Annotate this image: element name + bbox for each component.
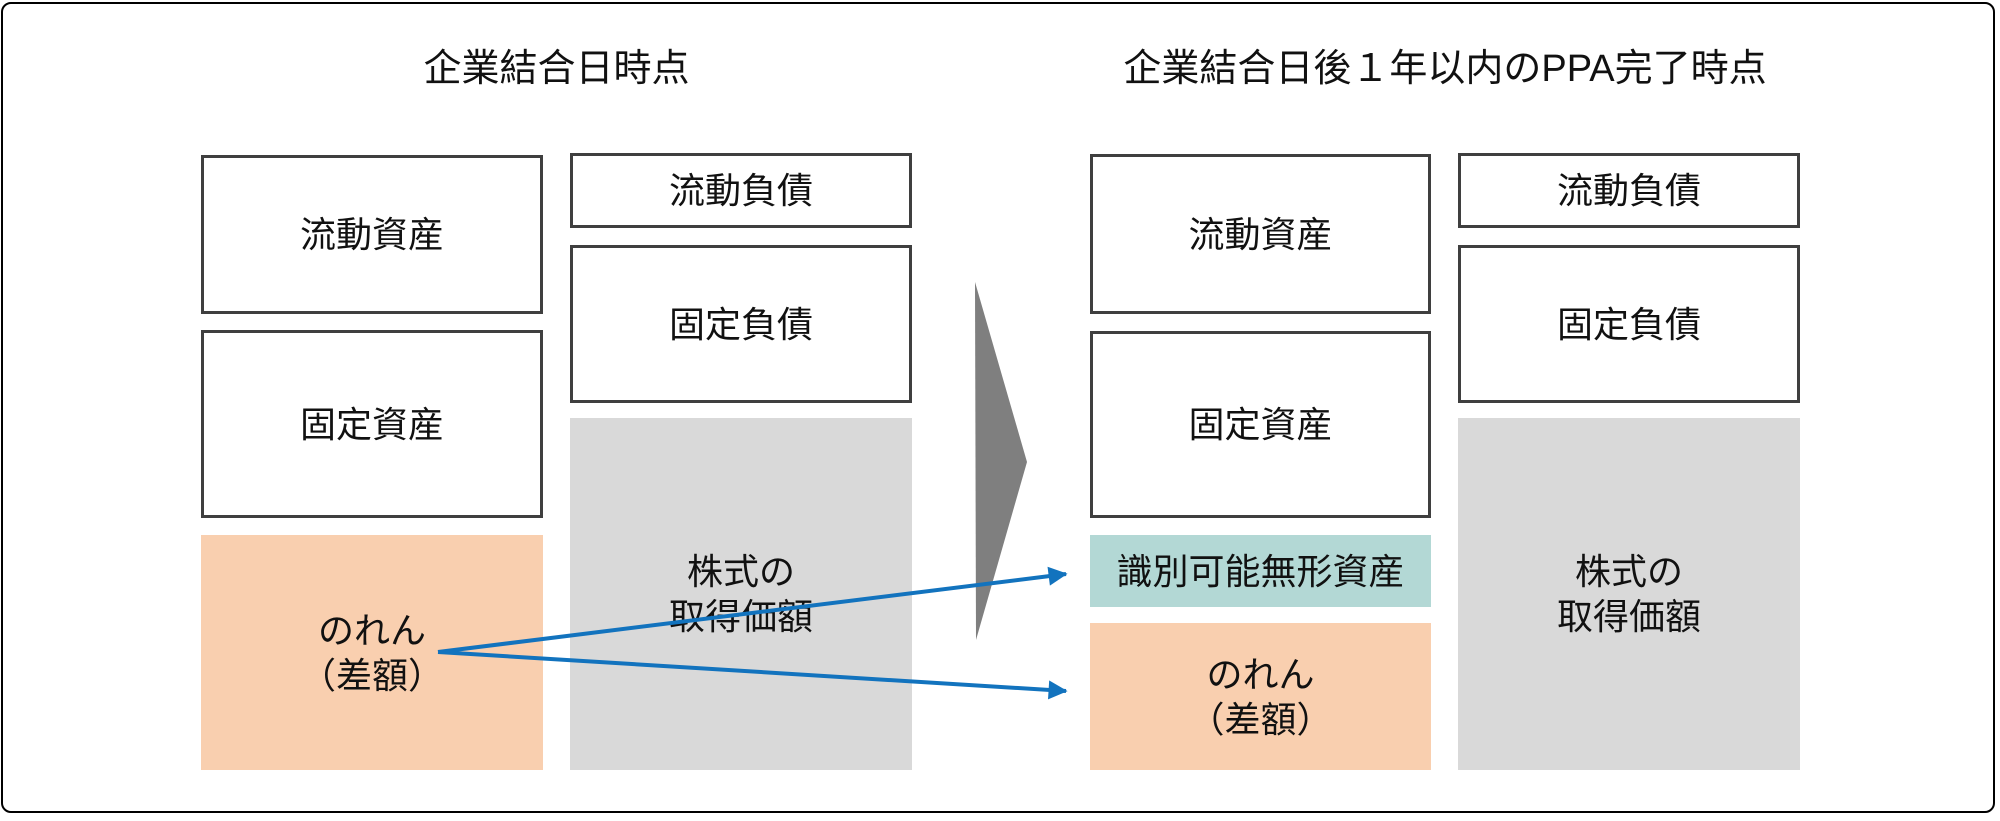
right-identifiable-intangibles-box: 識別可能無形資産	[1090, 535, 1431, 607]
left-goodwill-box: のれん （差額）	[201, 535, 543, 770]
right-panel-title: 企業結合日後１年以内のPPA完了時点	[1123, 48, 1767, 90]
right-current-assets-box: 流動資産	[1090, 154, 1431, 314]
right-fixed-liabilities-box: 固定負債	[1458, 245, 1800, 403]
left-fixed-liabilities-box: 固定負債	[570, 245, 912, 403]
left-panel-title: 企業結合日時点	[423, 48, 690, 90]
left-fixed-assets-box: 固定資産	[201, 330, 543, 518]
right-goodwill-box: のれん （差額）	[1090, 623, 1431, 770]
right-fixed-assets-box: 固定資産	[1090, 331, 1431, 518]
left-current-liabilities-box: 流動負債	[570, 153, 912, 228]
right-acquisition-cost-box: 株式の 取得価額	[1458, 418, 1800, 770]
right-current-liabilities-box: 流動負債	[1458, 153, 1800, 228]
left-acquisition-cost-box: 株式の 取得価額	[570, 418, 912, 770]
left-current-assets-box: 流動資産	[201, 155, 543, 314]
